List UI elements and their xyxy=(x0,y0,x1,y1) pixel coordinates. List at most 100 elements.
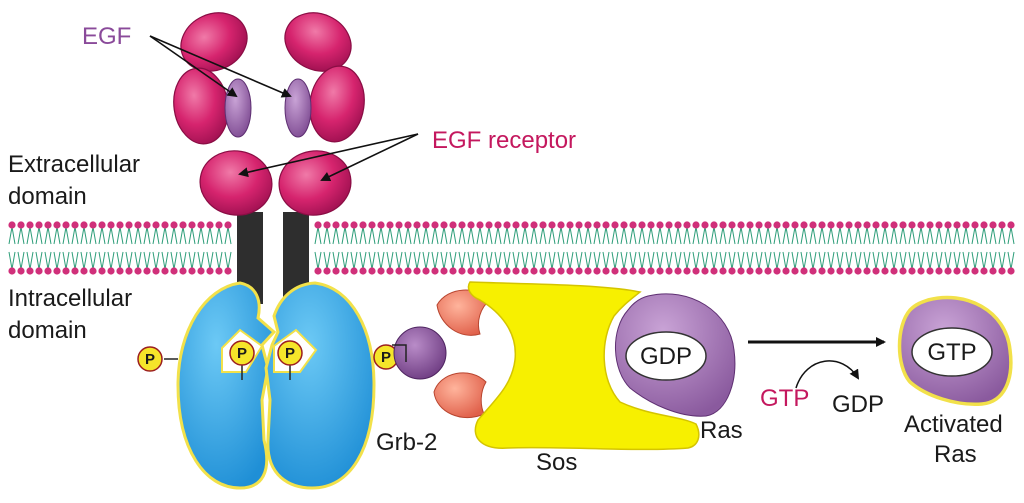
gtp-bound-label: GTP xyxy=(927,339,976,366)
phosphate-label: P xyxy=(381,349,391,366)
lipid-molecule xyxy=(790,220,800,276)
lipid-molecule xyxy=(385,220,395,276)
lipid-molecule xyxy=(475,220,485,276)
lipid-molecule xyxy=(7,220,17,276)
lipid-molecule xyxy=(106,220,116,276)
intracellular-label-line2: domain xyxy=(8,317,87,344)
lipid-molecule xyxy=(223,220,233,276)
ras-label: Ras xyxy=(700,417,743,444)
activated-ras-label-line1: Activated xyxy=(904,411,1003,438)
phosphate-label: P xyxy=(237,345,247,362)
egf-ligand-left xyxy=(224,78,252,138)
lipid-molecule xyxy=(817,220,827,276)
lipid-molecule xyxy=(826,220,836,276)
lipid-molecule xyxy=(448,220,458,276)
gdp-release-arrow xyxy=(795,360,860,389)
sos-protein xyxy=(467,281,700,451)
egf-receptor-label: EGF receptor xyxy=(432,127,576,154)
lipid-molecule xyxy=(718,220,728,276)
pointer-lines xyxy=(149,35,419,182)
lipid-molecule xyxy=(574,220,584,276)
egf-receptor-left xyxy=(173,12,273,216)
lipid-molecule xyxy=(484,220,494,276)
lipid-molecule xyxy=(97,220,107,276)
lipid-molecule xyxy=(709,220,719,276)
lipid-molecule xyxy=(421,220,431,276)
lipid-molecule xyxy=(799,220,809,276)
lipid-molecule xyxy=(844,220,854,276)
lipid-molecule xyxy=(88,220,98,276)
lipid-molecule xyxy=(322,220,332,276)
lipid-molecule xyxy=(79,220,89,276)
lipid-molecule xyxy=(907,220,917,276)
lipid-molecule xyxy=(772,220,782,276)
lipid-molecule xyxy=(700,220,710,276)
lipid-molecule xyxy=(934,220,944,276)
lipid-molecule xyxy=(754,220,764,276)
lipid-molecule xyxy=(313,220,323,276)
lipid-molecule xyxy=(835,220,845,276)
lipid-molecule xyxy=(349,220,359,276)
lipid-molecule xyxy=(61,220,71,276)
lipid-molecule xyxy=(52,220,62,276)
phosphate-right-inner: P xyxy=(277,340,303,380)
lipid-molecule xyxy=(394,220,404,276)
lipid-molecule xyxy=(196,220,206,276)
lipid-molecule xyxy=(493,220,503,276)
lipid-molecule xyxy=(655,220,665,276)
lipid-molecule xyxy=(691,220,701,276)
lipid-molecule xyxy=(376,220,386,276)
lipid-molecule xyxy=(538,220,548,276)
lipid-molecule xyxy=(169,220,179,276)
egf-label: EGF xyxy=(82,23,131,50)
lipid-molecule xyxy=(151,220,161,276)
lipid-molecule xyxy=(457,220,467,276)
lipid-molecule xyxy=(601,220,611,276)
lipid-molecule xyxy=(178,220,188,276)
lipid-molecule xyxy=(943,220,953,276)
lipid-molecule xyxy=(439,220,449,276)
grb2-label: Grb-2 xyxy=(376,429,437,456)
lipid-molecule xyxy=(205,220,215,276)
lipid-molecule xyxy=(412,220,422,276)
gtp-input-label: GTP xyxy=(760,385,809,412)
lipid-molecule xyxy=(565,220,575,276)
lipid-molecule xyxy=(25,220,35,276)
lipid-molecule xyxy=(970,220,980,276)
lipid-molecule xyxy=(16,220,26,276)
lipid-molecule xyxy=(430,220,440,276)
lipid-molecule xyxy=(988,220,998,276)
lipid-molecule xyxy=(187,220,197,276)
lipid-molecule xyxy=(124,220,134,276)
activated-ras-gtp xyxy=(897,295,1013,406)
lipid-molecule xyxy=(664,220,674,276)
lipid-molecule xyxy=(745,220,755,276)
activated-ras-label-line2: Ras xyxy=(934,441,977,468)
lipid-molecule xyxy=(142,220,152,276)
lipid-molecule xyxy=(592,220,602,276)
lipid-molecule xyxy=(115,220,125,276)
lipid-molecule xyxy=(43,220,53,276)
egf-receptor-right xyxy=(278,12,365,216)
egf-ligand-right xyxy=(284,78,312,138)
lipid-molecule xyxy=(610,220,620,276)
lipid-molecule xyxy=(547,220,557,276)
phosphate-left-inner: P xyxy=(229,340,255,380)
lipid-molecule xyxy=(736,220,746,276)
lipid-molecule xyxy=(367,220,377,276)
lipid-molecule xyxy=(952,220,962,276)
lipid-molecule xyxy=(466,220,476,276)
phosphate-label: P xyxy=(145,351,155,368)
lipid-molecule xyxy=(1006,220,1016,276)
lipid-molecule xyxy=(763,220,773,276)
intracellular-kinase-domain xyxy=(176,281,376,490)
gdp-output-label: GDP xyxy=(832,391,884,418)
lipid-molecule xyxy=(520,220,530,276)
lipid-molecule xyxy=(961,220,971,276)
lipid-molecule xyxy=(997,220,1007,276)
lipid-molecule xyxy=(628,220,638,276)
lipid-molecule xyxy=(646,220,656,276)
lipid-molecule xyxy=(160,220,170,276)
plasma-membrane xyxy=(7,220,1016,276)
